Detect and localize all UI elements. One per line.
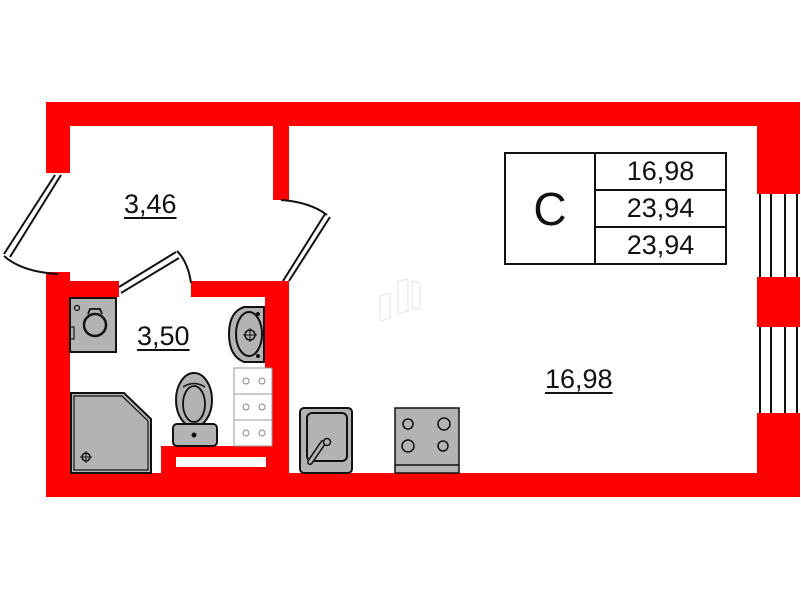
entrance-door bbox=[3, 174, 62, 275]
area-summary: 16,98 23,94 23,94 bbox=[596, 154, 725, 263]
bathroom-area-label: 3,50 bbox=[137, 321, 190, 351]
room-area-label: 16,98 bbox=[545, 364, 613, 394]
bathroom-door bbox=[118, 250, 192, 294]
stove-icon bbox=[394, 407, 460, 474]
apartment-type: С bbox=[506, 154, 596, 263]
apartment-info-table: С 16,98 23,94 23,94 bbox=[504, 152, 727, 265]
toilet-icon bbox=[172, 372, 218, 447]
watermark-logo bbox=[379, 278, 421, 322]
window-lower bbox=[759, 327, 798, 413]
kitchen-sink-icon bbox=[299, 407, 353, 474]
washing-machine-icon bbox=[69, 297, 117, 353]
duct-niche bbox=[176, 457, 266, 467]
wall-panel-icon bbox=[233, 367, 273, 447]
living-area-value: 16,98 bbox=[626, 156, 695, 186]
window-upper bbox=[759, 194, 798, 277]
total-area-value: 23,94 bbox=[596, 189, 725, 226]
shower-tray-icon bbox=[70, 392, 152, 474]
hallway-area-label: 3,46 bbox=[124, 189, 177, 219]
walls bbox=[46, 102, 800, 497]
total-area-with-balcony-value: 23,94 bbox=[596, 226, 725, 263]
room-door bbox=[280, 199, 331, 282]
washbasin-icon bbox=[227, 306, 265, 363]
